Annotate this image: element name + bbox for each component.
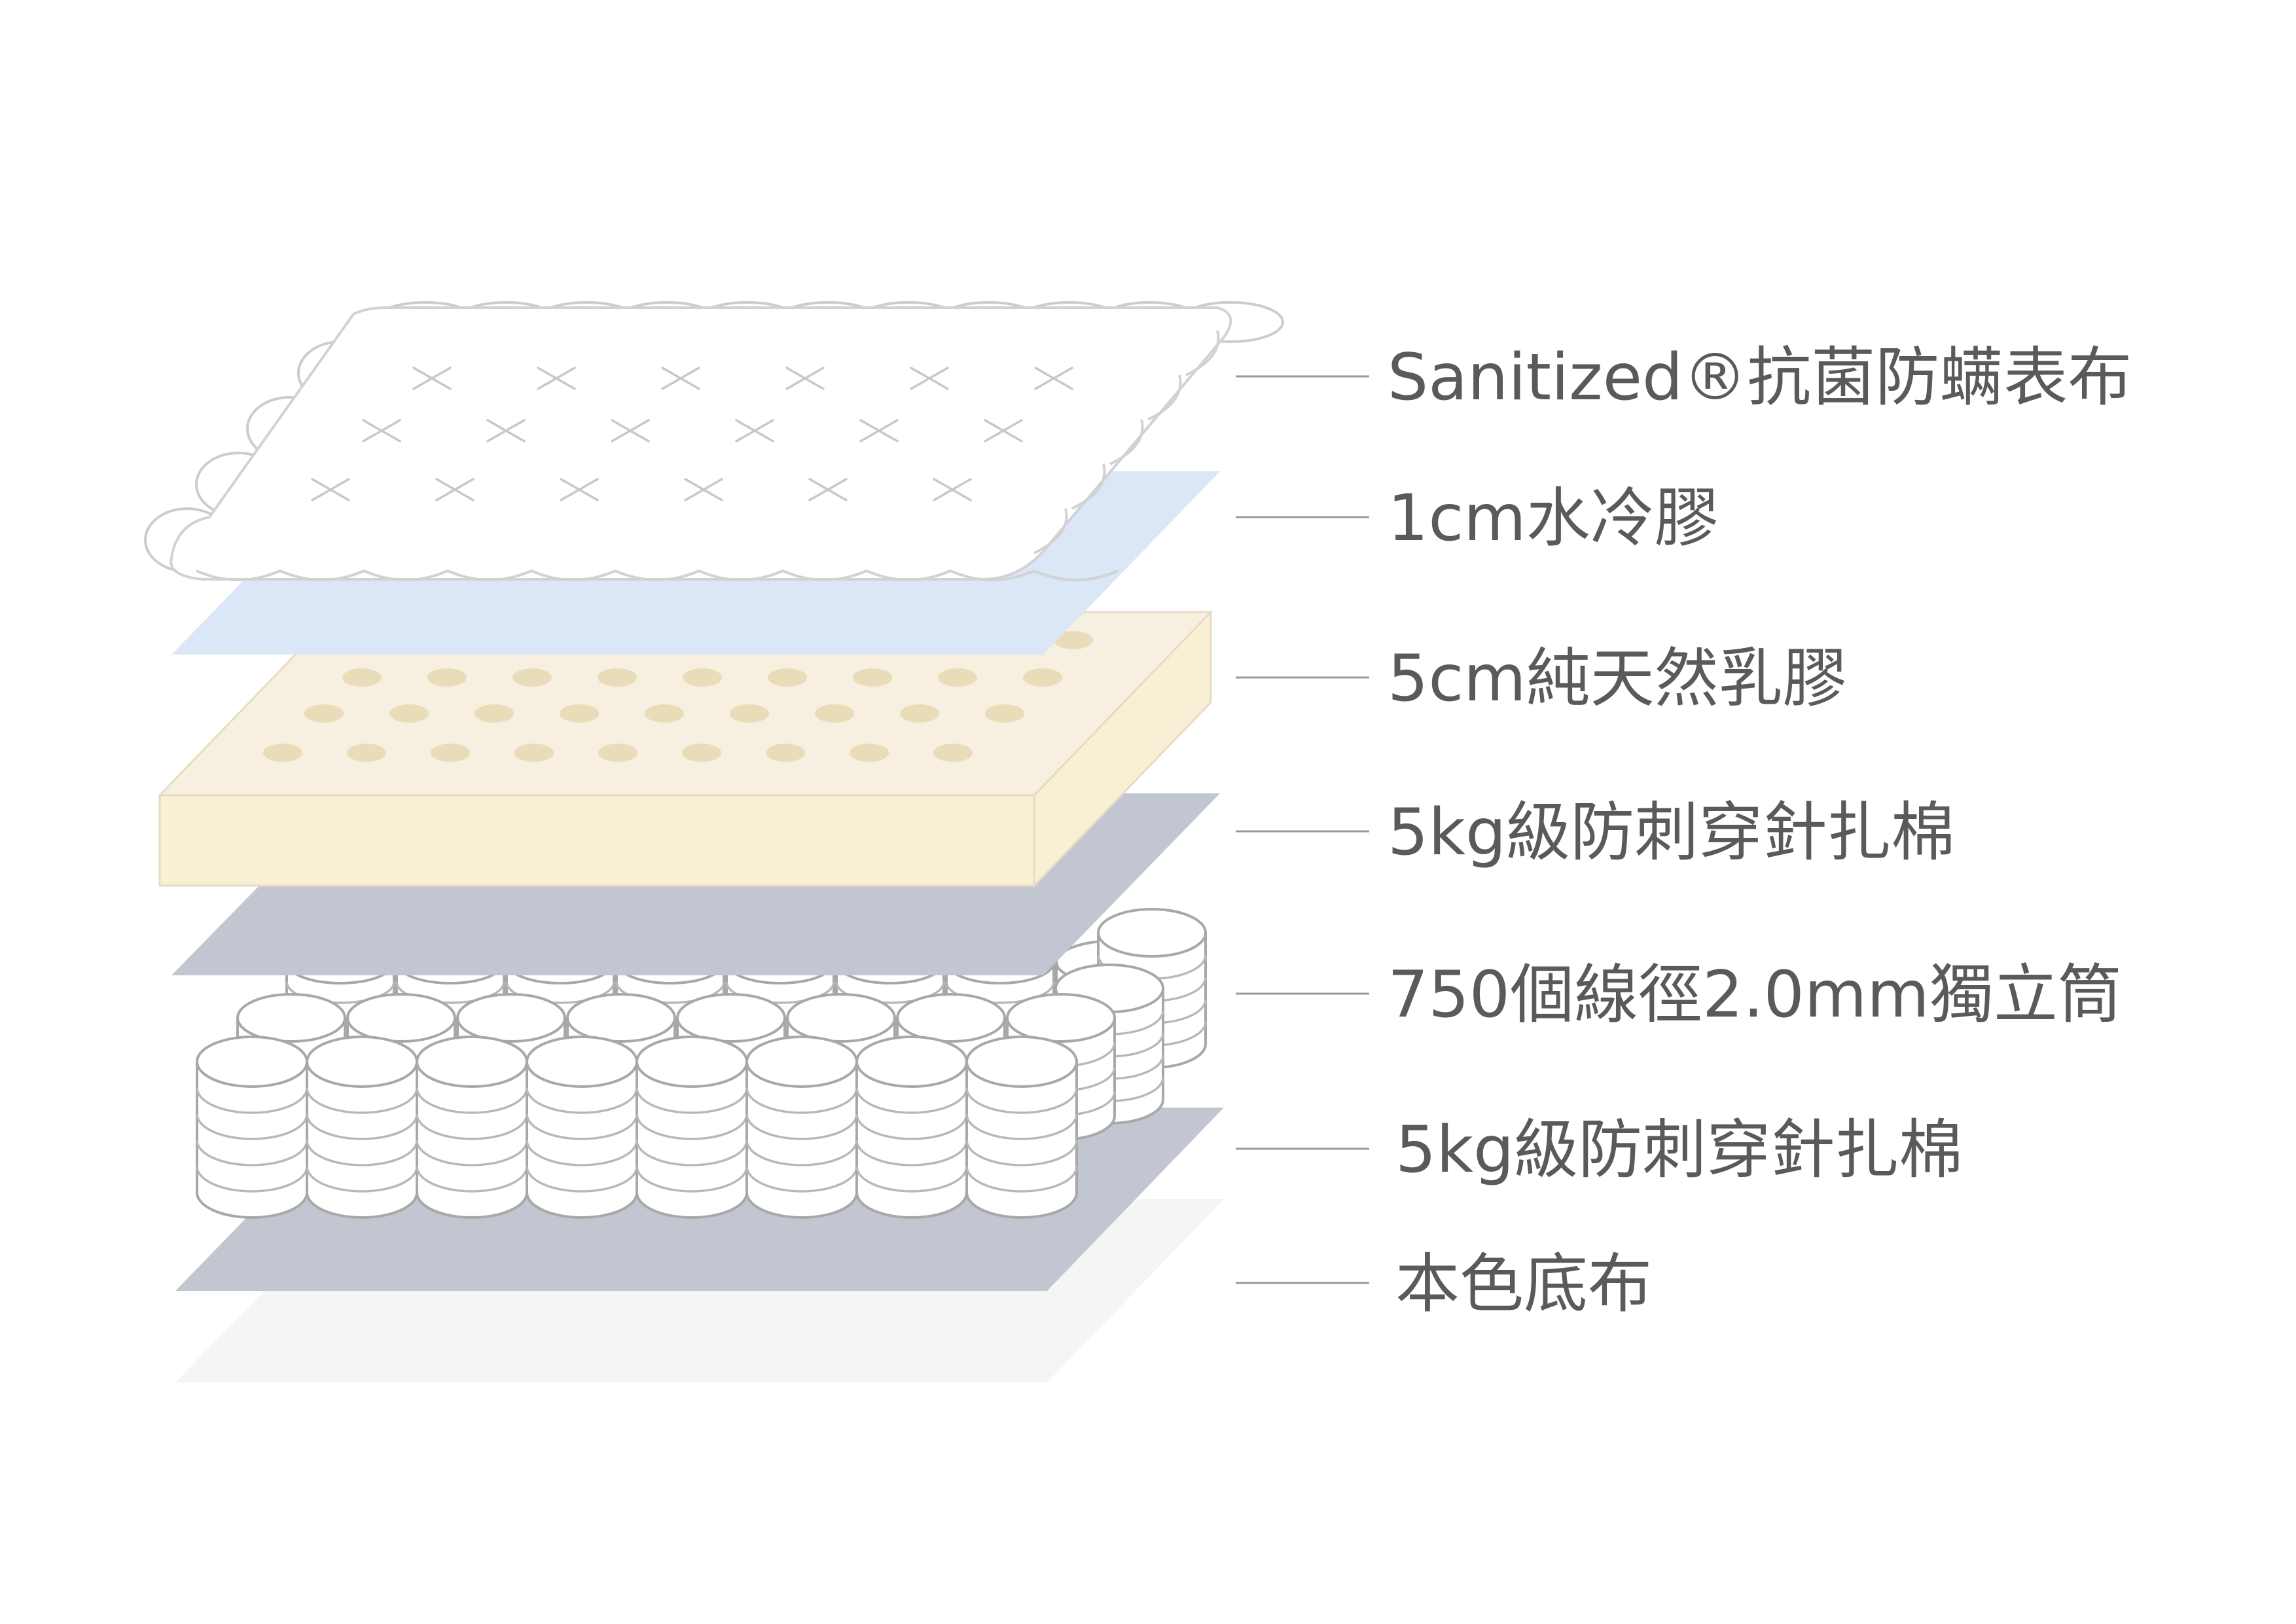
label-felt-bottom: 5kg級防刺穿針扎棉 xyxy=(1395,1113,1963,1187)
cover-tuft xyxy=(984,419,1023,442)
pocket-spring xyxy=(416,1036,528,1219)
pocket-spring xyxy=(196,1036,308,1219)
latex-hole xyxy=(475,704,514,723)
latex-hole xyxy=(682,744,721,762)
latex-hole xyxy=(560,704,599,723)
labels: Sanitized®抗菌防螨表布 1cm水冷膠 5cm純天然乳膠 5kg級防刺穿… xyxy=(1236,340,2132,1322)
pocket-spring xyxy=(636,1036,748,1219)
latex-hole xyxy=(933,744,973,762)
cover-scallop xyxy=(363,569,448,581)
latex-hole xyxy=(598,668,637,687)
latex-hole xyxy=(730,704,769,723)
pocket-springs-layer xyxy=(196,908,1207,1219)
latex-hole xyxy=(263,744,302,762)
cover-tuft xyxy=(486,419,526,442)
pocket-spring xyxy=(306,1036,418,1219)
latex-hole xyxy=(938,668,977,687)
cover-tuft xyxy=(735,419,774,442)
cover-scallop xyxy=(1033,569,1119,581)
latex-hole xyxy=(427,668,467,687)
label-felt-top: 5kg級防刺穿針扎棉 xyxy=(1388,795,1955,870)
quilted-cover-layer xyxy=(144,301,1284,581)
latex-layer xyxy=(157,609,1213,888)
cover-scallop xyxy=(950,569,1035,581)
pocket-spring xyxy=(855,1036,968,1219)
cover-scallop xyxy=(447,569,532,581)
cover-tuft xyxy=(910,367,949,390)
cover-tuft xyxy=(684,478,723,501)
latex-hole xyxy=(304,704,344,723)
label-gel: 1cm水冷膠 xyxy=(1388,481,1719,556)
latex-hole xyxy=(1023,668,1062,687)
cover-tuft xyxy=(808,478,848,501)
cover-tuft xyxy=(537,367,576,390)
latex-hole xyxy=(853,668,892,687)
cover-tuft xyxy=(311,478,350,501)
label-springs: 750個線徑2.0mm獨立筒 xyxy=(1388,958,2122,1032)
latex-hole xyxy=(389,704,429,723)
cover-tuft xyxy=(560,478,599,501)
cover-scallop xyxy=(279,569,365,581)
cover-scallop xyxy=(866,569,951,581)
cover-scallop xyxy=(1071,463,1106,510)
cover-scallop xyxy=(531,569,616,581)
latex-front-face xyxy=(158,794,1035,887)
label-base: 本色底布 xyxy=(1395,1247,1652,1322)
latex-hole xyxy=(431,744,470,762)
latex-hole xyxy=(514,744,554,762)
latex-hole xyxy=(645,704,684,723)
latex-hole xyxy=(598,744,637,762)
latex-hole xyxy=(850,744,889,762)
cover-tuft xyxy=(611,419,650,442)
cover-tuft xyxy=(1034,367,1073,390)
cover-tuft xyxy=(859,419,899,442)
latex-hole xyxy=(815,704,854,723)
cover-scallop xyxy=(615,569,700,581)
latex-hole xyxy=(342,668,382,687)
cover-tufts xyxy=(311,367,1073,501)
latex-hole xyxy=(766,744,805,762)
latex-hole xyxy=(985,704,1024,723)
latex-hole xyxy=(1054,631,1093,649)
cover-tuft xyxy=(785,367,825,390)
cover-tuft xyxy=(933,478,972,501)
cover-scallop xyxy=(1147,374,1182,421)
pocket-spring xyxy=(745,1036,858,1219)
cover-scallop xyxy=(1185,330,1220,376)
pocket-spring xyxy=(526,1036,638,1219)
latex-hole xyxy=(683,668,722,687)
latex-holes xyxy=(263,631,1093,762)
latex-hole xyxy=(900,704,939,723)
pocket-spring xyxy=(965,1036,1078,1219)
cover-tuft xyxy=(435,478,475,501)
cover-scallop xyxy=(698,569,783,581)
latex-hole xyxy=(347,744,386,762)
cover-tuft xyxy=(661,367,700,390)
label-cover: Sanitized®抗菌防螨表布 xyxy=(1388,340,2132,415)
cover-scallop xyxy=(196,569,281,581)
cover-tuft xyxy=(412,367,452,390)
latex-hole xyxy=(512,668,552,687)
cover-scallop xyxy=(782,569,867,581)
cover-scallops xyxy=(196,330,1220,581)
cover-tuft xyxy=(362,419,401,442)
latex-hole xyxy=(768,668,807,687)
cover-scallop xyxy=(1033,508,1068,554)
cover-scallop xyxy=(1109,419,1144,465)
label-latex: 5cm純天然乳膠 xyxy=(1388,641,1847,716)
